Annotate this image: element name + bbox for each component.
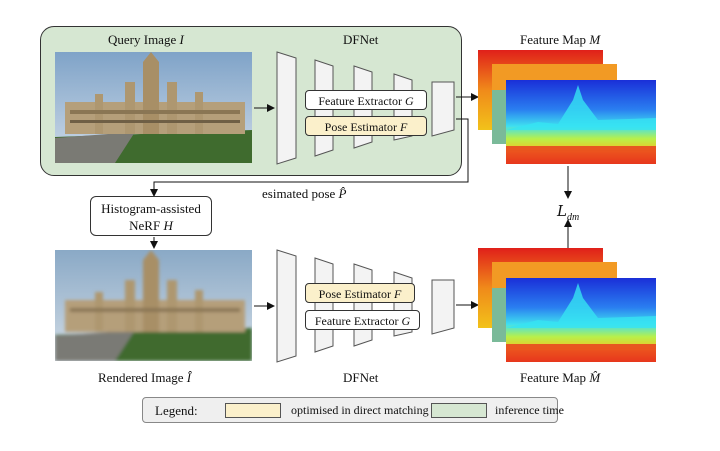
query-image [55, 52, 252, 163]
arrow-estimated-pose [150, 118, 469, 197]
legend-swatch-direct-matching [225, 403, 281, 418]
top-layer-1 [276, 51, 297, 165]
top-pose-estimator-box: Pose Estimator F [305, 116, 427, 136]
legend-item-direct-matching: optimised in direct matching [291, 403, 429, 417]
loss-label: Ldm [557, 202, 580, 223]
bottom-layer-1 [276, 249, 297, 363]
bottom-feature-extractor-box: Feature Extractor G [305, 310, 420, 330]
legend-item-inference-time: inference time [495, 403, 564, 417]
top-dfnet-label: DFNet [343, 32, 379, 47]
feature-map-stack-bottom [478, 248, 656, 362]
rendered-image [55, 250, 252, 361]
query-image-label: Query Image I [108, 32, 184, 47]
top-feature-extractor-box: Feature Extractor G [305, 90, 427, 110]
top-layer-5 [431, 81, 455, 137]
bottom-layer-5 [431, 279, 455, 335]
legend: Legend: optimised in direct matching inf… [142, 397, 564, 423]
bottom-layer-2 [314, 257, 334, 353]
bottom-pose-estimator-box: Pose Estimator F [305, 283, 415, 303]
estimated-pose-label: esimated pose P̂ [262, 186, 347, 201]
legend-title: Legend: [155, 403, 198, 418]
rendered-image-label: Rendered Image Î [98, 370, 192, 385]
feature-map-hat-label: Feature Map M̂ [520, 370, 601, 385]
feature-map-label: Feature Map M [520, 32, 601, 47]
bottom-dfnet-label: DFNet [343, 370, 379, 385]
legend-swatch-inference-time [431, 403, 487, 418]
histogram-nerf-box: Histogram-assisted NeRF H [90, 196, 212, 236]
feature-map-stack-top [478, 50, 656, 164]
bottom-layer-3 [353, 263, 373, 347]
